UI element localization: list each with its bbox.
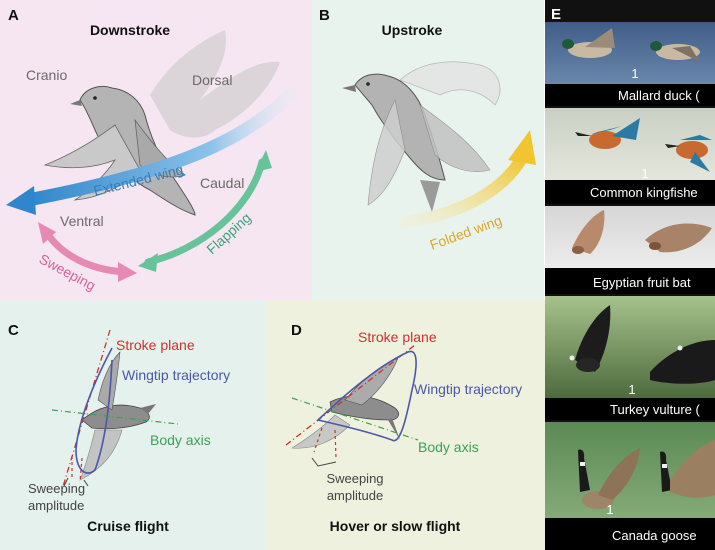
panel-b-letter: B bbox=[319, 7, 330, 24]
strip-caption-bar bbox=[545, 84, 715, 106]
panel-c: C Stroke plane Wingtip trajectory Body a… bbox=[0, 300, 265, 550]
panel-d: D Stroke plane Wingtip trajectory Body a… bbox=[265, 300, 545, 550]
body-axis-line bbox=[291, 397, 419, 441]
strip-caption-bar bbox=[545, 268, 715, 294]
sweeping-amplitude-label-line1: Sweeping bbox=[28, 481, 85, 496]
strip-caption-bar bbox=[545, 398, 715, 420]
strip-caption-bar bbox=[545, 518, 715, 550]
panel-a-title: Downstroke bbox=[90, 22, 170, 38]
extended-wing-arrow bbox=[6, 88, 297, 215]
panel-b-title: Upstroke bbox=[382, 22, 443, 38]
stroke-plane-line bbox=[61, 329, 111, 491]
vulture-frame-1 bbox=[569, 305, 611, 372]
kingfisher-frame-1 bbox=[575, 118, 640, 149]
stroke-plane-line bbox=[285, 344, 416, 446]
sweeping-amplitude-marker-b bbox=[79, 457, 83, 483]
species-strip-fruit-bat: Egyptian fruit bat bbox=[545, 206, 715, 294]
sweeping-amplitude-arc bbox=[63, 477, 89, 487]
ghost-bird-illustration bbox=[150, 30, 280, 138]
frame-number: 1 bbox=[641, 166, 648, 181]
species-strip-kingfisher: 1 Common kingfishe bbox=[545, 108, 715, 204]
wingtip-trajectory-label: Wingtip trajectory bbox=[414, 381, 522, 397]
stroke-plane-label: Stroke plane bbox=[358, 329, 437, 345]
bat-frame-1 bbox=[572, 210, 605, 254]
sweeping-amplitude-label-line2: amplitude bbox=[327, 488, 383, 503]
ventral-label: Ventral bbox=[60, 213, 104, 229]
duck-frame-1 bbox=[562, 28, 615, 58]
panel-d-title: Hover or slow flight bbox=[330, 518, 461, 534]
panel-a: A Downstroke Cra bbox=[0, 0, 312, 300]
stroke-plane-label: Stroke plane bbox=[116, 337, 195, 353]
wingtip-trajectory-curve bbox=[75, 347, 113, 474]
body-axis-line bbox=[51, 409, 179, 425]
sweeping-amplitude-label-line2: amplitude bbox=[28, 498, 84, 513]
sweeping-amplitude-label-line1: Sweeping bbox=[326, 471, 383, 486]
frame-number: 1 bbox=[606, 502, 613, 517]
species-caption: Canada goose bbox=[612, 528, 697, 543]
panel-d-background bbox=[265, 300, 545, 550]
hover-bird-illustration bbox=[291, 357, 400, 449]
caudal-label: Caudal bbox=[200, 175, 244, 191]
cruise-bird-illustration bbox=[79, 351, 156, 481]
species-caption: Turkey vulture ( bbox=[610, 402, 700, 417]
species-caption: Mallard duck ( bbox=[618, 88, 700, 103]
duck-frame-2 bbox=[650, 41, 700, 62]
flapping-arrow bbox=[138, 150, 272, 272]
panel-d-letter: D bbox=[291, 322, 302, 339]
sweeping-amplitude-marker-b bbox=[334, 429, 337, 459]
goose-frame-1 bbox=[578, 448, 640, 509]
sweeping-arrow bbox=[38, 222, 137, 282]
strip-caption-bar bbox=[545, 180, 715, 204]
species-strip-turkey-vulture: 1 Turkey vulture ( bbox=[545, 296, 715, 420]
frame-number: 1 bbox=[628, 382, 635, 397]
species-strip-mallard: 1 Mallard duck ( bbox=[545, 22, 715, 106]
body-axis-label: Body axis bbox=[150, 432, 211, 448]
panel-a-letter: A bbox=[8, 7, 19, 24]
species-strip-canada-goose: 1 Canada goose bbox=[545, 422, 715, 550]
panel-c-letter: C bbox=[8, 322, 19, 339]
bat-frame-2 bbox=[645, 223, 712, 253]
panel-b: B Upstroke Folded wing bbox=[312, 0, 544, 300]
panel-c-title: Cruise flight bbox=[87, 518, 169, 534]
species-caption: Egyptian fruit bat bbox=[593, 275, 691, 290]
panel-e-letter: E bbox=[551, 6, 561, 23]
wingtip-trajectory-label: Wingtip trajectory bbox=[122, 367, 230, 383]
folded-wing-arrow bbox=[399, 130, 536, 228]
dorsal-label: Dorsal bbox=[192, 72, 232, 88]
wingtip-trajectory-curve bbox=[316, 350, 417, 442]
cranio-label: Cranio bbox=[26, 67, 67, 83]
vulture-frame-2 bbox=[650, 340, 715, 384]
panel-e: E 1 Mallard duck ( bbox=[545, 0, 715, 550]
frame-number: 1 bbox=[631, 66, 638, 81]
species-caption: Common kingfishe bbox=[590, 185, 698, 200]
sweeping-amplitude-marker-a bbox=[313, 427, 323, 453]
goose-frame-2 bbox=[660, 440, 715, 498]
kingfisher-frame-2 bbox=[665, 135, 712, 172]
body-axis-label: Body axis bbox=[418, 439, 479, 455]
sweeping-amplitude-arc bbox=[311, 457, 337, 467]
bird-illustration-upstroke bbox=[342, 61, 501, 212]
